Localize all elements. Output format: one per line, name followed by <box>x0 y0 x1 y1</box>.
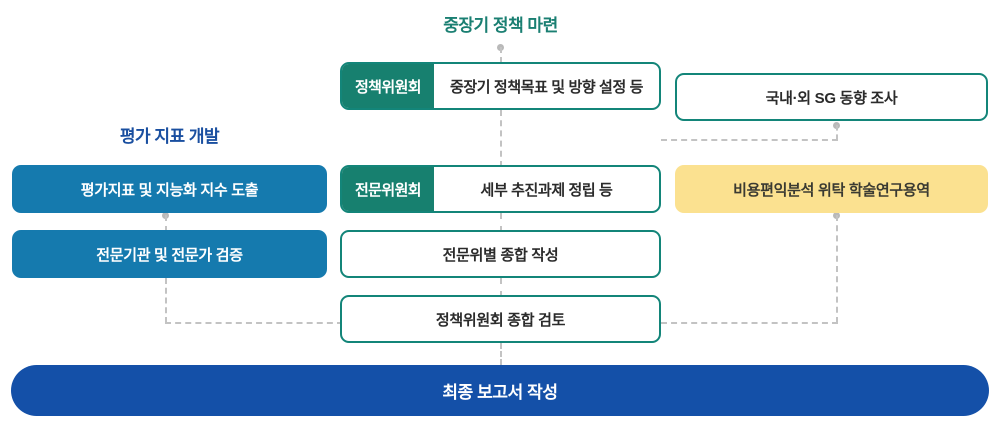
left-column-heading: 평가 지표 개발 <box>119 127 220 146</box>
center-connector-3 <box>500 213 502 232</box>
center-box-expert-summary[interactable]: 전문위별 종합 작성 <box>340 230 661 278</box>
right-sg-horizontal <box>661 139 838 141</box>
left-connector-1 <box>165 215 167 232</box>
right-cost-vertical <box>836 215 838 323</box>
left-box-index-derivation[interactable]: 평가지표 및 지능화 지수 도출 <box>12 165 327 213</box>
center-row-expert-committee-body: 세부 추진과제 정립 등 <box>480 181 613 199</box>
center-row-policy-committee-body: 중장기 정책목표 및 방향 설정 등 <box>449 78 644 96</box>
right-box-cost-benefit-research[interactable]: 비용편익분석 위탁 학술연구용역 <box>675 165 988 213</box>
right-box-sg-trend-survey[interactable]: 국내·외 SG 동향 조사 <box>675 73 988 121</box>
right-cost-horizontal <box>661 322 838 324</box>
center-row-expert-committee[interactable]: 전문위원회 세부 추진과제 정립 등 <box>340 165 661 213</box>
right-sg-vertical <box>836 125 838 140</box>
center-connector-5 <box>500 343 502 365</box>
center-column-heading: 중장기 정책 마련 <box>443 16 558 35</box>
center-connector-2 <box>500 110 502 167</box>
center-row-expert-committee-chip: 전문위원회 <box>342 167 434 211</box>
center-row-policy-committee-chip: 정책위원회 <box>342 64 434 108</box>
left-box-expert-verification[interactable]: 전문기관 및 전문가 검증 <box>12 230 327 278</box>
center-connector-4 <box>500 278 502 297</box>
center-box-policy-committee-review[interactable]: 정책위원회 종합 검토 <box>340 295 661 343</box>
left-to-center-vertical <box>165 278 167 323</box>
center-connector-1 <box>500 47 502 63</box>
left-to-center-horizontal <box>165 322 343 324</box>
center-row-policy-committee[interactable]: 정책위원회 중장기 정책목표 및 방향 설정 등 <box>340 62 661 110</box>
footer-final-report[interactable]: 최종 보고서 작성 <box>11 365 989 416</box>
